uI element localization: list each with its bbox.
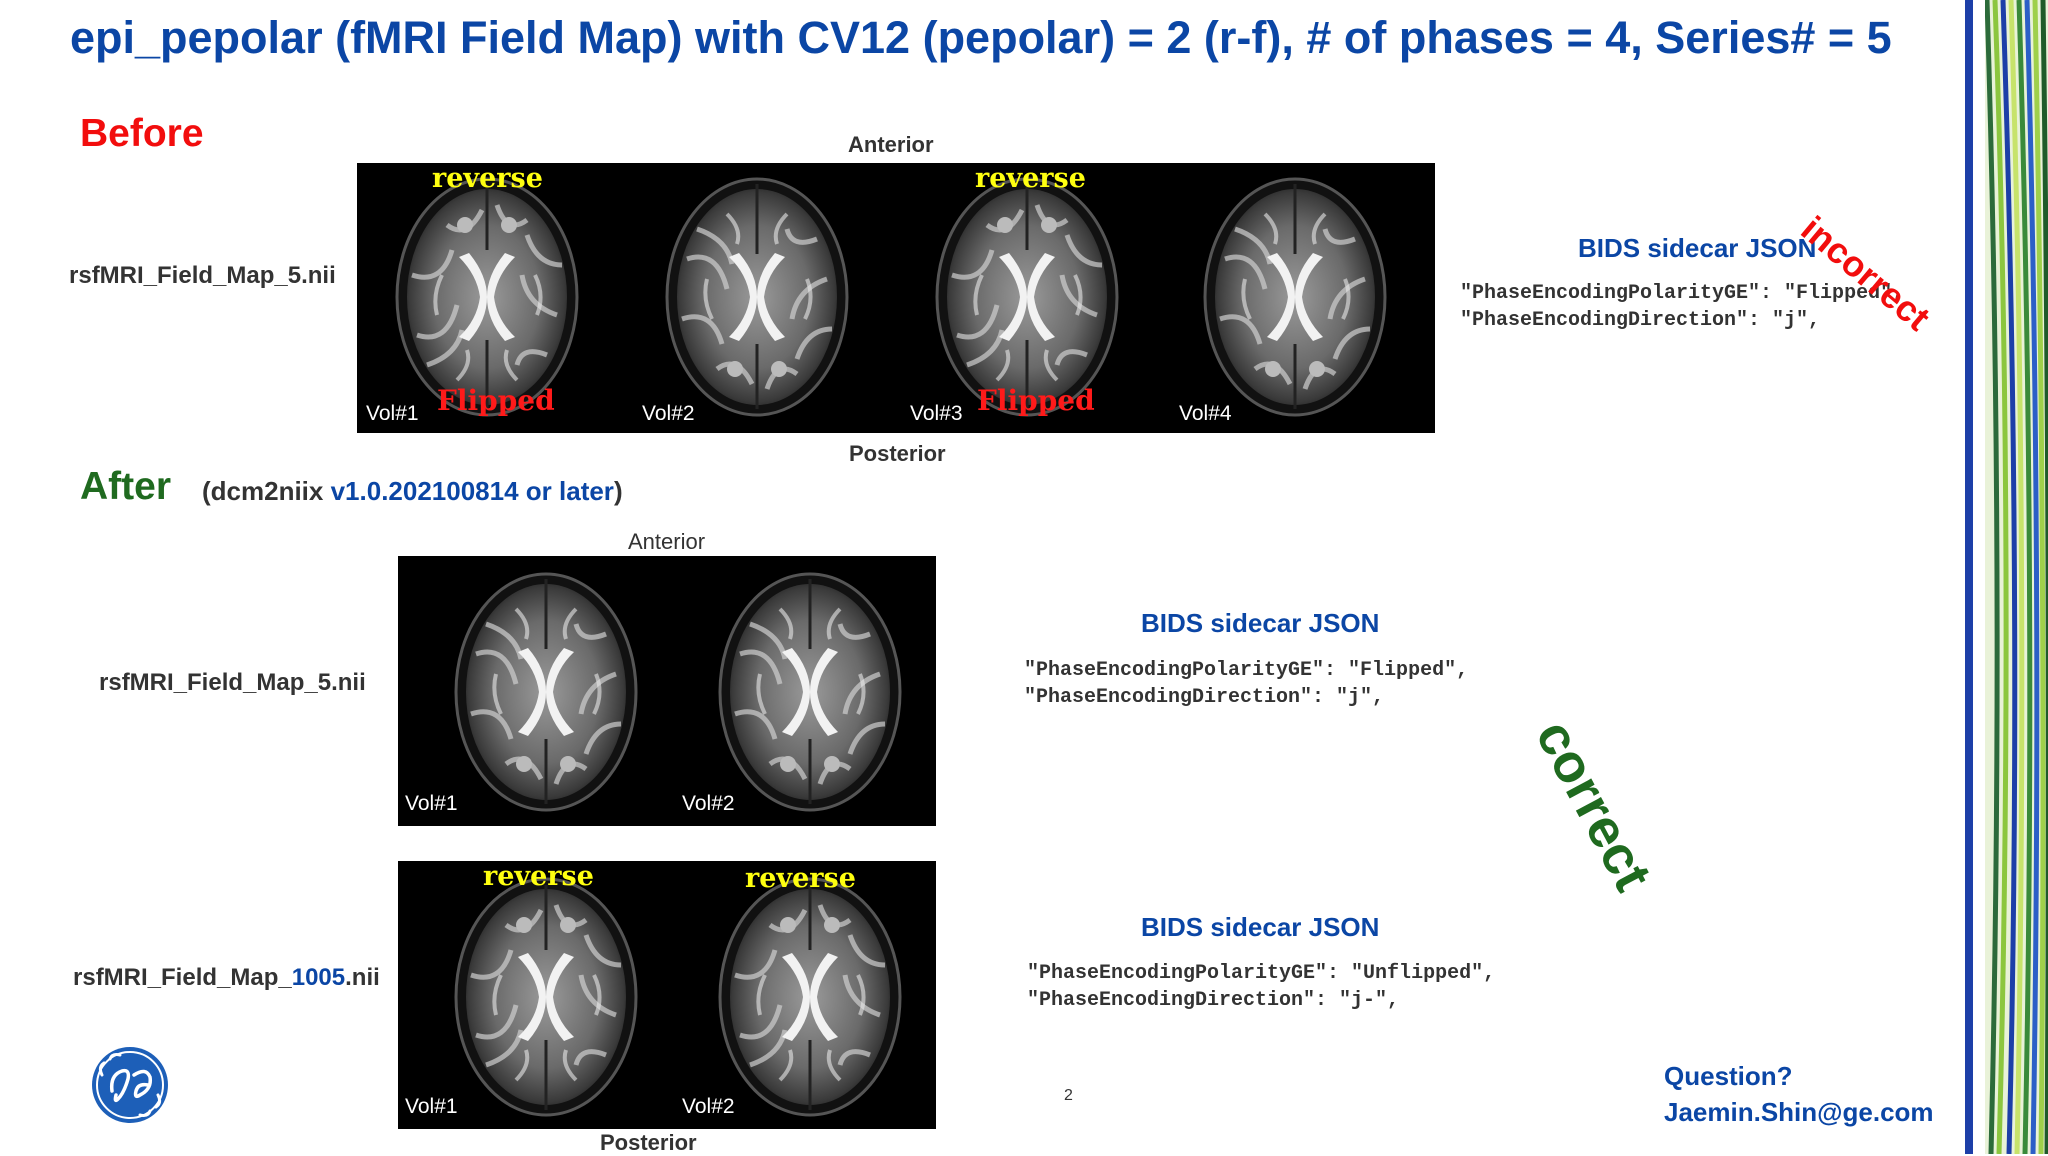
page-number: 2 — [1064, 1087, 1073, 1104]
reverse-label-b2: reverse — [745, 863, 856, 894]
brain-slice-b2 — [710, 869, 910, 1125]
after-json-snippet-1: "PhaseEncodingPolarityGE": "Flipped", "Ph… — [1024, 657, 1468, 711]
after1-vol-label-1: Vol#1 — [405, 792, 458, 815]
after1-vol-label-2: Vol#2 — [682, 792, 735, 815]
after-bids-heading-1: BIDS sidecar JSON — [1141, 608, 1380, 638]
vol-label-3: Vol#3 — [910, 402, 963, 425]
json-line-direction: "PhaseEncodingDirection": "j-", — [1027, 989, 1400, 1012]
vol-label-1: Vol#1 — [366, 402, 419, 425]
series-number-1005: 1005 — [291, 964, 346, 991]
dcm2niix-version: v1.0.202100814 or later — [330, 476, 614, 506]
before-heading: Before — [80, 112, 204, 155]
brain-slice-vol2 — [657, 169, 857, 425]
before-anterior-label: Anterior — [848, 132, 934, 157]
slide-title: epi_pepolar (fMRI Field Map) with CV12 (… — [70, 12, 1892, 63]
decorative-stripes — [1985, 0, 2048, 1154]
json-line-direction: "PhaseEncodingDirection": "j", — [1024, 686, 1385, 709]
brain-slice-b1 — [446, 869, 646, 1125]
after-image-strip-2: reverse reverse Vol#1 Vol#2 — [398, 861, 936, 1129]
contact-block: Question? Jaemin.Shin@ge.com — [1664, 1058, 1934, 1130]
before-json-snippet: "PhaseEncodingPolarityGE": "Flipped", "Ph… — [1460, 280, 1904, 334]
before-bids-heading: BIDS sidecar JSON — [1578, 233, 1817, 263]
reverse-label-vol1: reverse — [432, 163, 543, 194]
json-line-polarity: "PhaseEncodingPolarityGE": "Unflipped", — [1027, 962, 1496, 985]
after-image-strip-1: Vol#1 Vol#2 — [398, 556, 936, 826]
brain-slice-a2 — [710, 564, 910, 820]
after2-vol-label-2: Vol#2 — [682, 1095, 735, 1118]
before-image-strip: reverse reverse Flipped Flipped Vol#1 Vo… — [357, 163, 1435, 433]
after-file1-label: rsfMRI_Field_Map_5.nii — [99, 669, 366, 696]
after-version-note: (dcm2niix v1.0.202100814 or later) — [202, 476, 623, 506]
after-bids-heading-2: BIDS sidecar JSON — [1141, 912, 1380, 942]
json-line-polarity: "PhaseEncodingPolarityGE": "Flipped", — [1460, 282, 1905, 305]
after-posterior-label: Posterior — [600, 1130, 697, 1155]
brain-slice-a1 — [446, 564, 646, 820]
contact-question: Question? — [1664, 1061, 1793, 1091]
after-json-snippet-2: "PhaseEncodingPolarityGE": "Unflipped", "… — [1027, 960, 1495, 1014]
vol-label-4: Vol#4 — [1179, 402, 1232, 425]
reverse-label-vol3: reverse — [975, 163, 1086, 194]
brain-slice-vol4 — [1195, 169, 1395, 425]
after-anterior-label: Anterior — [628, 529, 706, 554]
after-heading: After — [80, 465, 172, 508]
right-accent-bar — [1965, 0, 1973, 1154]
correct-verdict: correct — [1524, 710, 1664, 901]
flipped-label-vol3: Flipped — [977, 384, 1095, 417]
after-file2-label: rsfMRI_Field_Map_1005.nii — [73, 964, 380, 991]
ge-logo — [92, 1047, 168, 1123]
after2-vol-label-1: Vol#1 — [405, 1095, 458, 1118]
flipped-label-vol1: Flipped — [437, 384, 555, 417]
before-file-label: rsfMRI_Field_Map_5.nii — [69, 262, 336, 289]
json-line-direction: "PhaseEncodingDirection": "j", — [1460, 309, 1821, 332]
before-posterior-label: Posterior — [849, 441, 946, 466]
vol-label-2: Vol#2 — [642, 402, 695, 425]
json-line-polarity: "PhaseEncodingPolarityGE": "Flipped", — [1024, 659, 1469, 682]
contact-email: Jaemin.Shin@ge.com — [1664, 1097, 1934, 1127]
reverse-label-b1: reverse — [483, 861, 594, 892]
